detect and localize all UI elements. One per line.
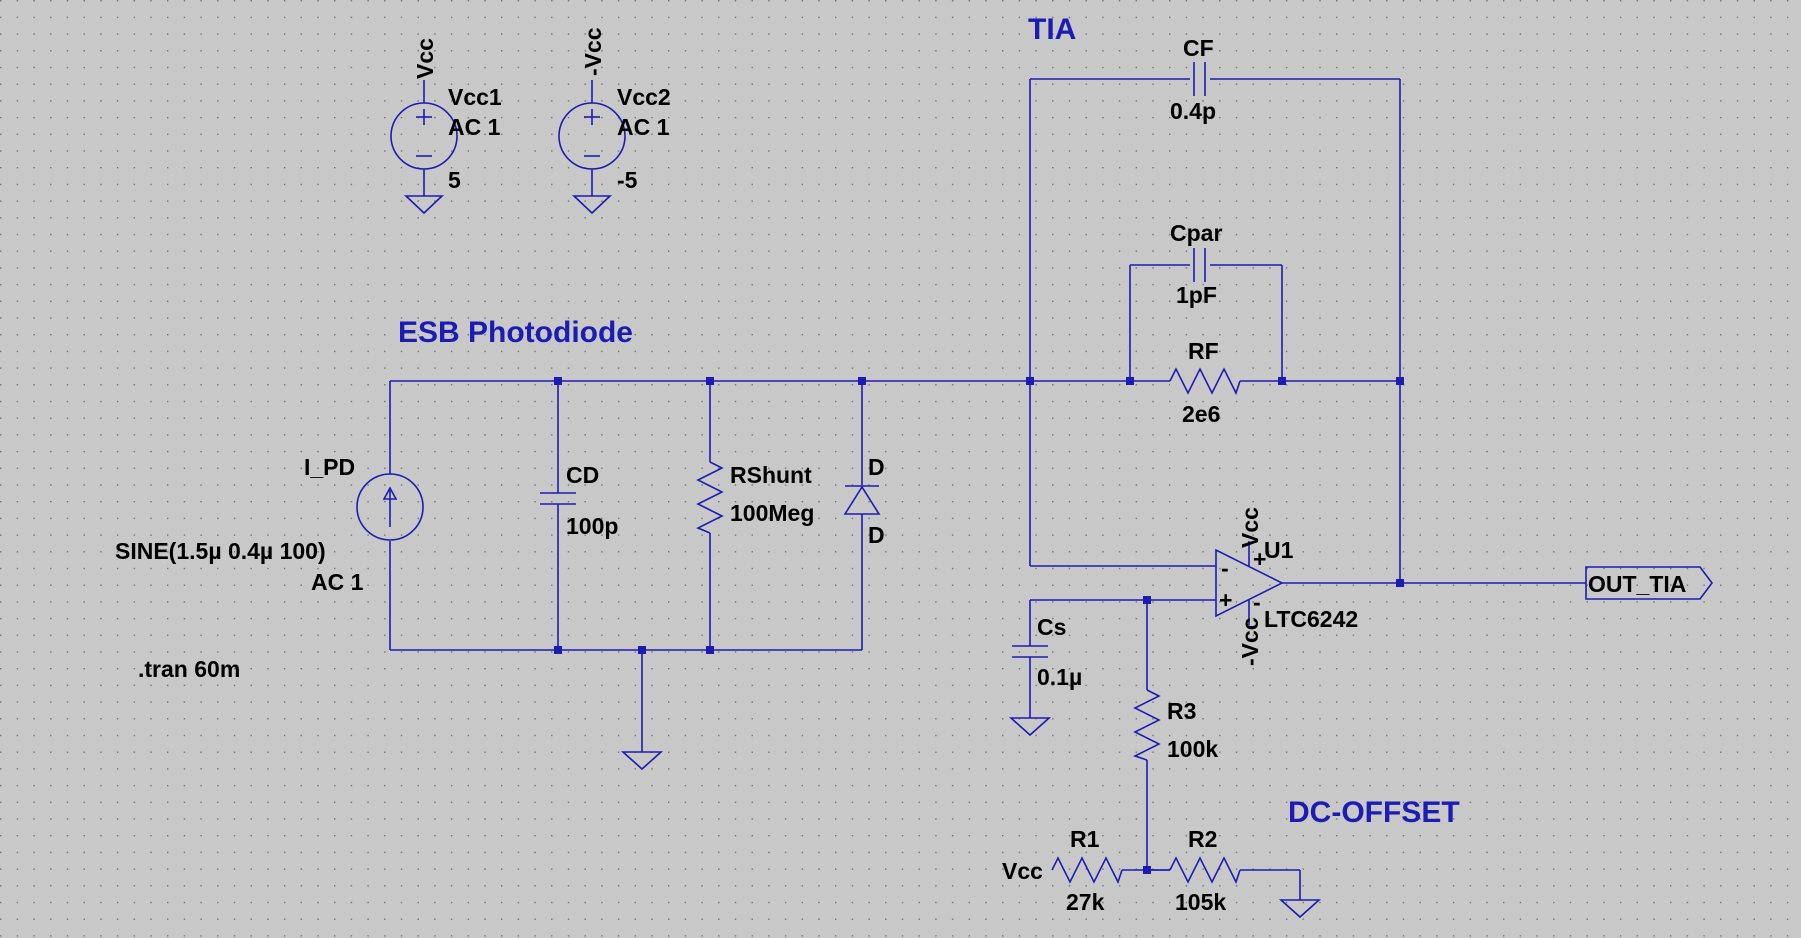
r2-value: 105k — [1175, 889, 1226, 915]
cf-value: 0.4p — [1170, 98, 1216, 124]
current-source-ipd[interactable] — [356, 473, 424, 541]
tia-wires — [1029, 78, 1586, 584]
resistor-r2[interactable] — [1147, 856, 1300, 885]
cd-name: CD — [566, 462, 599, 488]
capacitor-cd[interactable] — [540, 492, 576, 505]
tia-heading: TIA — [1028, 13, 1076, 46]
r1-supply-net: Vcc — [1002, 858, 1043, 884]
out-tia-port[interactable] — [1585, 566, 1713, 600]
vcc2-name: Vcc2 — [617, 84, 671, 110]
ipd-value: SINE(1.5µ 0.4µ 100) — [115, 538, 326, 564]
rshunt-name: RShunt — [730, 462, 812, 488]
vcc1-name: Vcc1 — [448, 84, 502, 110]
dc-offset-heading: DC-OFFSET — [1288, 796, 1460, 829]
opamp-plus-supply-sign: + — [1253, 546, 1266, 572]
cs-value: 0.1µ — [1037, 664, 1082, 690]
out-tia-label: OUT_TIA — [1588, 571, 1686, 597]
rshunt-value: 100Meg — [730, 500, 814, 526]
diode-model: D — [868, 522, 885, 548]
offset-wires — [1029, 599, 1301, 900]
rf-name: RF — [1188, 338, 1219, 364]
opamp-name: U1 — [1264, 537, 1294, 563]
opamp-model: LTC6242 — [1264, 606, 1358, 632]
vcc2-source[interactable] — [558, 80, 626, 215]
vcc1-source[interactable] — [390, 80, 458, 215]
cpar-name: Cpar — [1170, 220, 1222, 246]
opamp-noninv-sign: + — [1219, 587, 1232, 613]
diode-name: D — [868, 454, 885, 480]
r3-value: 100k — [1167, 736, 1218, 762]
vcc1-net-label: Vcc — [412, 38, 438, 79]
resistor-rf[interactable] — [1169, 365, 1241, 397]
vcc2-ac: AC 1 — [617, 114, 670, 140]
capacitor-cpar[interactable] — [1190, 248, 1210, 282]
vcc2-net-label: -Vcc — [580, 27, 606, 76]
capacitor-cf[interactable] — [1190, 62, 1210, 96]
opamp-plus-supply: Vcc — [1237, 507, 1263, 548]
ipd-ac: AC 1 — [311, 569, 364, 595]
resistor-rshunt[interactable] — [696, 461, 724, 534]
ipd-name: I_PD — [304, 454, 355, 480]
opamp-minus-supply: -Vcc — [1237, 617, 1263, 666]
vcc1-value: 5 — [448, 167, 461, 193]
opamp-u1[interactable] — [1147, 541, 1284, 625]
cd-value: 100p — [566, 513, 618, 539]
rf-value: 2e6 — [1182, 401, 1220, 427]
photodiode-heading: ESB Photodiode — [398, 316, 633, 349]
opamp-inv-sign: - — [1221, 555, 1229, 581]
vcc2-value: -5 — [617, 167, 638, 193]
resistor-r3[interactable] — [1132, 689, 1161, 761]
cf-name: CF — [1183, 35, 1214, 61]
spice-directive[interactable]: .tran 60m — [138, 656, 240, 682]
cpar-value: 1pF — [1176, 282, 1217, 308]
vcc1-ac: AC 1 — [448, 114, 501, 140]
r1-value: 27k — [1066, 889, 1105, 915]
diode-d[interactable] — [843, 485, 881, 515]
opamp-minus-supply-sign: - — [1253, 589, 1261, 615]
photodiode-ground — [620, 751, 664, 771]
cs-name: Cs — [1037, 614, 1066, 640]
r3-name: R3 — [1167, 698, 1196, 724]
r2-name: R2 — [1188, 826, 1217, 852]
r1-name: R1 — [1070, 826, 1100, 852]
cs-ground — [1008, 717, 1052, 737]
capacitor-cs[interactable] — [1012, 645, 1048, 658]
r2-ground — [1278, 899, 1322, 919]
